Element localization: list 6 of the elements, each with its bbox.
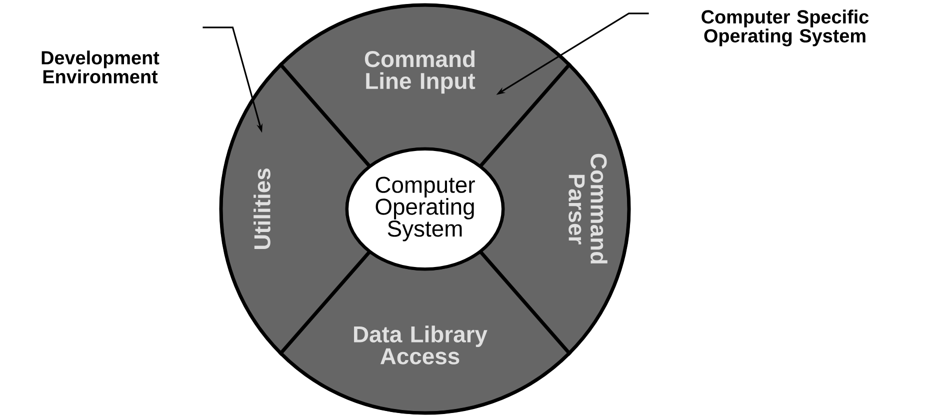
segment-label: Data Library Access <box>354 326 488 364</box>
segment-label: Command Parser <box>568 154 608 264</box>
segment-label: Command Line Input <box>364 50 476 94</box>
segment-label: Utilities <box>254 168 270 249</box>
callout-label: Development Environment <box>42 50 160 84</box>
callout-label: Computer Specific Operating System <box>702 10 869 46</box>
